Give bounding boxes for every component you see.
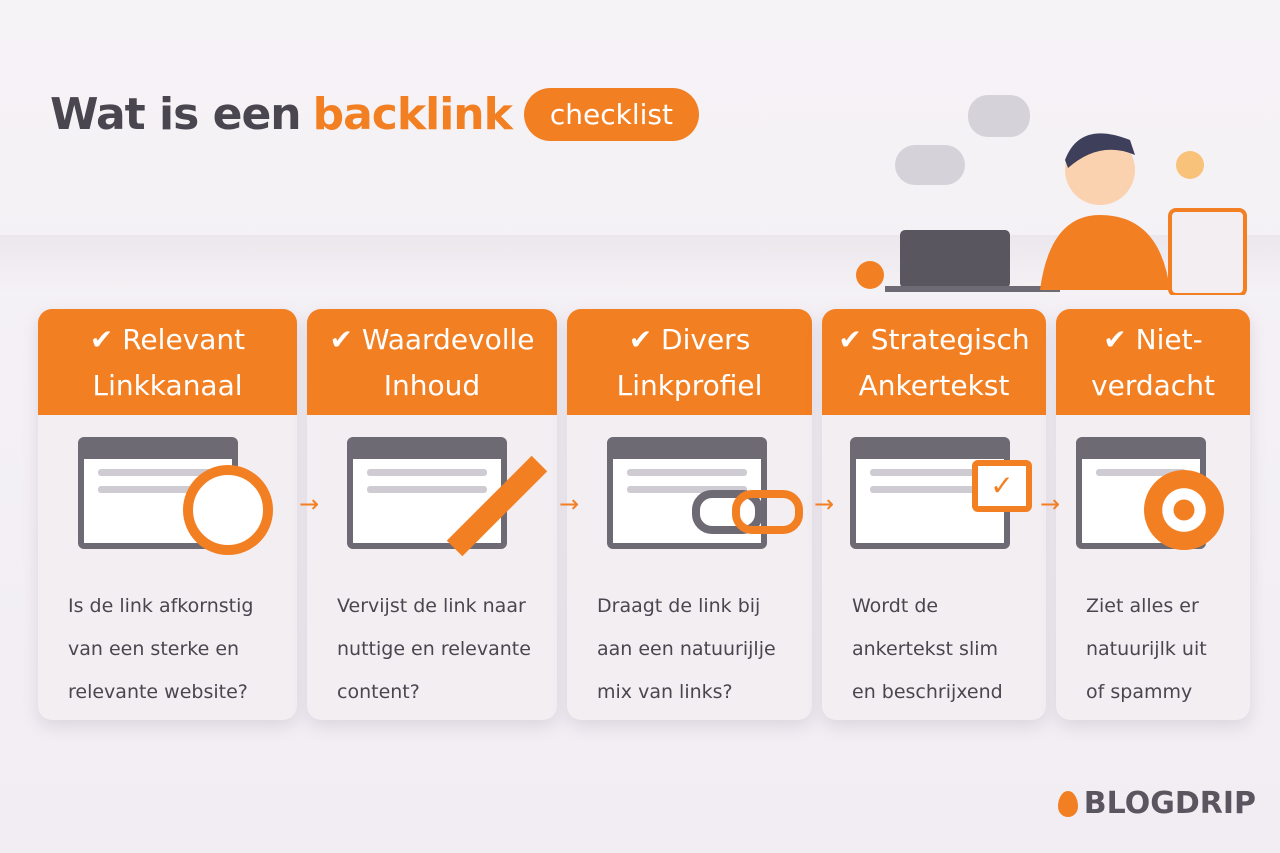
card-text: Ziet alles er natuurijlk uit of spammy s… (1086, 595, 1207, 703)
title-text: Wat is een (50, 89, 302, 140)
checklist-card: ✔ Waardevolle Inhoud Vervijst de link na… (307, 309, 557, 720)
checklist-card: ✔ Divers Linkprofiel Draagt de link bij … (567, 309, 812, 720)
arrow-icon: → (1040, 490, 1061, 518)
checklist-card: ✔ Relevant Linkkanaal Is de link afkorns… (38, 309, 297, 720)
checklist-card: ✔ Niet-verdacht Ziet alles er natuurijlk… (1056, 309, 1250, 720)
card-heading: ✔ Divers Linkprofiel (567, 309, 812, 415)
card-heading: ✔ Relevant Linkkanaal (38, 309, 297, 415)
magnifier-icon (38, 415, 297, 565)
checklist-pill: checklist (523, 88, 699, 141)
clipboard-icon (1168, 208, 1247, 295)
chain-link-icon (567, 415, 812, 565)
card-heading: ✔ Strategisch Ankertekst (822, 309, 1046, 415)
checklist-card: ✔ Strategisch Ankertekst ✓ Wordt de anke… (822, 309, 1046, 720)
lightbulb-icon (1176, 151, 1204, 179)
drop-icon (1057, 790, 1078, 817)
pencil-icon (307, 415, 557, 565)
card-text: Wordt de ankertekst slim en beschrijxend… (852, 595, 1003, 703)
card-text: Is de link afkornstig van een sterke en … (68, 595, 254, 703)
card-heading: ✔ Niet-verdacht (1056, 309, 1250, 415)
arrow-icon: → (814, 490, 835, 518)
laptop-icon (900, 230, 1010, 288)
card-heading: ✔ Waardevolle Inhoud (307, 309, 557, 415)
target-icon (1056, 415, 1250, 565)
chat-bubble-icon (968, 95, 1030, 137)
checkbox-icon: ✓ (822, 415, 1046, 565)
plant-pot-icon (856, 261, 884, 289)
card-text: Draagt de link bij aan een natuurijlje m… (597, 595, 776, 703)
arrow-icon: → (559, 490, 580, 518)
chat-bubble-icon (895, 145, 965, 185)
page-title: Wat is een backlink checklist (50, 88, 699, 141)
card-text: Vervijst de link naar nuttige en relevan… (337, 595, 531, 703)
person-with-laptop-illustration (856, 95, 1247, 295)
logo-text: BLOGDRIP (1083, 786, 1256, 821)
title-highlight: backlink (312, 89, 513, 140)
brand-logo: BLOGDRIP (1057, 786, 1256, 821)
arrow-icon: → (299, 490, 320, 518)
